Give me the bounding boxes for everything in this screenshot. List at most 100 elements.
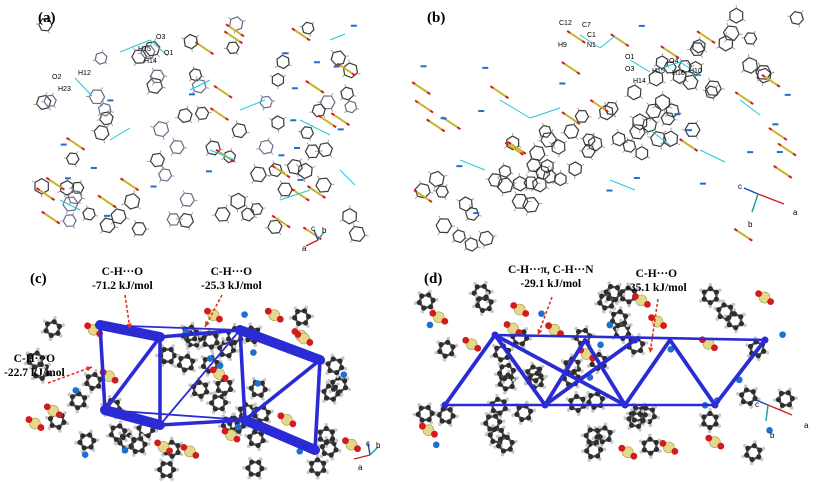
c-h-bond [267,137,270,141]
carbon-atom [439,418,445,424]
hydrogen-atom [293,306,298,311]
aromatic-ring [225,41,240,55]
oxygen-bond [733,227,738,232]
aromatic-ring [149,152,166,168]
c-h-bond [668,106,673,109]
carbon-atom [606,436,612,443]
oxygen-bond [306,37,311,42]
hydrogen-atom [717,413,722,417]
aromatic-ring [223,150,237,164]
c-h-bond [72,225,76,229]
carbon-atom [575,328,582,335]
c-h-bond [279,195,282,199]
c-h-bond [320,101,323,105]
c-h-bond [151,57,155,61]
hydrogen-atom [67,392,72,397]
carbon-atom [640,418,646,424]
carbon-atom [117,440,123,446]
c-h-bond [551,129,554,133]
sulfonyl-bond [736,229,750,240]
c-h-bond [228,17,232,20]
hydrogen-atom [228,357,233,362]
c-h-bond [322,115,326,118]
carbon-atom [265,409,271,415]
axis-a-arrow [767,404,793,416]
sulfonyl-bond [564,113,578,123]
c-h-bond [254,216,258,218]
interaction-type: C-H···O [13,353,56,365]
aromatic-ring [300,126,315,140]
carbon-atom [256,459,262,465]
hydrogen-atom [171,344,175,348]
hydrogen-atom [428,402,432,406]
sulfonyl-bond [212,109,226,119]
oxygen-bond [589,99,594,103]
c-h-bond [225,204,228,208]
hydrogen-atom [330,353,335,358]
hydrogen-atom [253,343,258,348]
sulfur-atom [465,338,478,351]
aromatic-ring [271,115,285,131]
sulfur-atom [758,291,771,304]
interaction-energy: -29.1 kJ/mol [520,278,582,290]
c-h-bond [679,83,684,85]
aromatic-ring [645,103,662,119]
carbon-atom [249,459,255,465]
hydrogen-atom [717,424,722,428]
hydrogen-atom [580,433,585,438]
sulfur-atom [268,309,281,321]
carbon-atom [488,299,494,305]
carbon-atom [89,385,95,391]
carbon-atom [323,395,330,401]
hydrogen-bond-contact [679,61,701,76]
hydrogen-atom [484,432,489,437]
hydrogen-atom [495,393,499,398]
c-h-bond [701,62,705,66]
hydrogen-atom [708,407,712,412]
hydrogen-atom [227,400,232,405]
c-h-bond [529,155,532,159]
carbon-atom [615,322,621,329]
c-h-bond [307,157,310,161]
carbon-atom [252,429,258,435]
carbon-atom [492,413,499,419]
oxygen-bond [240,33,245,38]
pointer-arrow [124,294,131,330]
sulfur-atom [157,441,170,453]
oxygen-atom [755,290,763,297]
carbon-atom [496,443,502,449]
oxygen-bond [291,27,296,32]
hydrogen-atom [788,387,792,392]
atom-label-c7: C7 [582,22,591,29]
carbon-atom [599,293,605,299]
aromatic-ring [632,113,648,131]
oxygen-atom [711,344,718,352]
carbon-atom [474,284,480,290]
aromatic-ring [672,68,687,85]
c-h-bond [512,182,517,185]
c-h-bond [246,131,250,134]
carbon-atom [145,433,151,439]
hydrogen-bond-contact [529,107,561,119]
oxygen-bond [286,224,291,229]
carbon-atom [172,352,178,359]
pointer-arrow [204,294,223,328]
carbon-atom [168,346,174,353]
oxygen-bond [507,141,512,145]
c-h-bond [504,145,508,149]
carbon-atom [597,434,603,440]
aromatic-ring [598,104,614,121]
carbon-atom [139,448,145,454]
hydrogen-atom [435,297,439,302]
hydrogen-atom [332,401,337,405]
hydrogen-atom [597,348,602,353]
c-h-bond [715,85,719,88]
c-h-bond [547,165,551,169]
aromatic-ring [177,108,193,124]
atom-label-h10: H10 [689,68,702,75]
carbon-atom [175,449,181,456]
carbon-atom [738,314,744,320]
carbon-atom [330,396,336,402]
hydrogen-atom [732,308,736,312]
aromatic-ring [627,84,642,101]
